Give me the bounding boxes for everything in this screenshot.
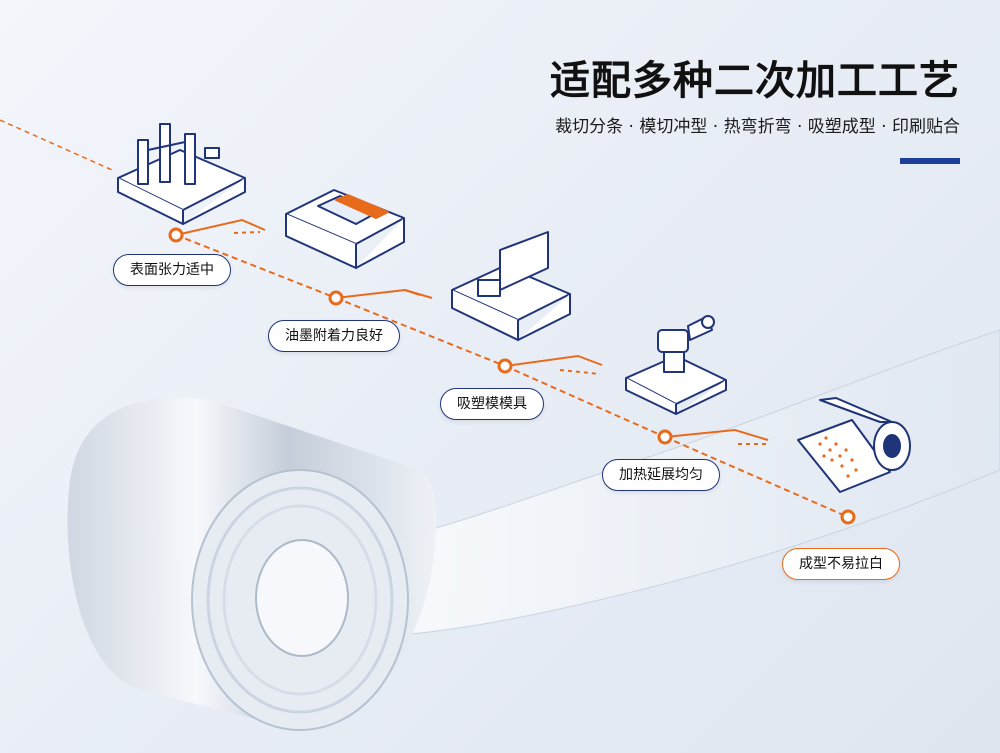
step-label-4: 加热延展均匀 [602,459,720,491]
step-label-3: 吸塑模模具 [440,388,544,420]
vacuum-mold-icon [451,231,571,341]
film-roll [67,397,437,731]
cutting-machine-icon [117,123,246,225]
process-path [175,218,849,518]
film-roll-perforated-icon [797,397,911,493]
page-subtitle: 裁切分条 · 模切冲型 · 热弯折弯 · 吸塑成型 · 印刷贴合 [555,117,960,137]
page-title: 适配多种二次加工工艺 [550,58,960,104]
step-label-2: 油墨附着力良好 [268,320,400,352]
step-label-5: 成型不易拉白 [782,548,900,580]
path-nodes [168,227,856,525]
step-label-1: 表面张力适中 [113,254,231,286]
heating-press-icon [625,315,727,415]
title-accent-bar [900,158,960,164]
die-cut-mold-icon [285,189,405,269]
lead-in-dashed-line [0,119,113,171]
